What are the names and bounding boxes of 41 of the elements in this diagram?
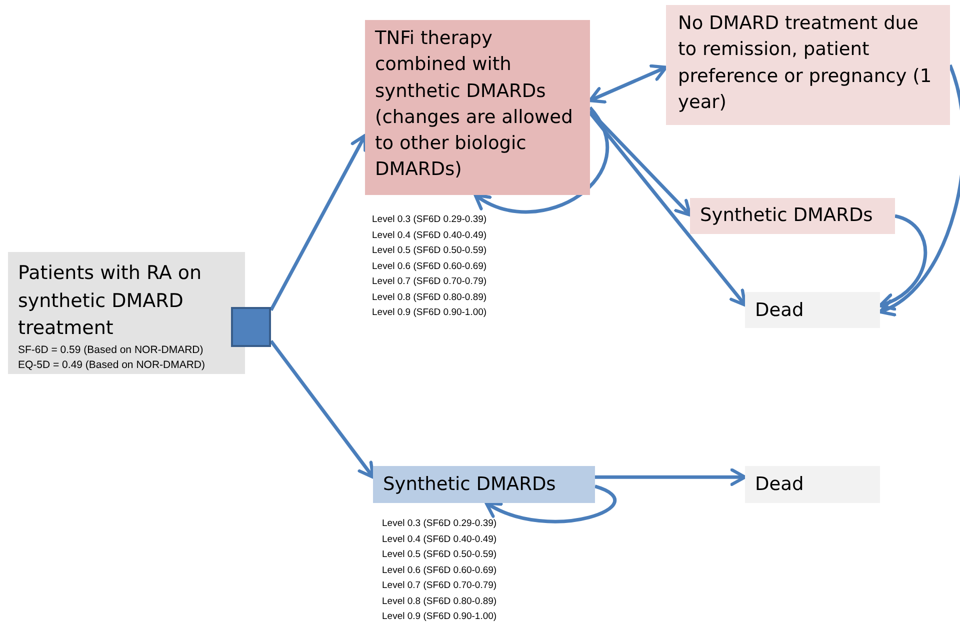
utility-level-note: Level 0.6 (SF6D 0.60-0.69) bbox=[382, 564, 497, 578]
box-label: Dead bbox=[755, 299, 805, 323]
utility-level-note: Level 0.7 (SF6D 0.70-0.79) bbox=[372, 275, 487, 289]
box-label: No DMARD treatment due to remission, patient preference or pregnancy (1 year) bbox=[678, 12, 933, 115]
utility-level-note: Level 0.3 (SF6D 0.29-0.39) bbox=[382, 517, 497, 531]
utility-level-note: Level 0.4 (SF6D 0.40-0.49) bbox=[372, 228, 487, 242]
utility-level-note: Level 0.5 (SF6D 0.50-0.59) bbox=[372, 244, 487, 258]
state-box bbox=[690, 198, 895, 234]
utility-level-note: Level 0.7 (SF6D 0.70-0.79) bbox=[382, 579, 497, 593]
self-loop-arrow bbox=[484, 484, 616, 524]
transition-arrow bbox=[588, 110, 692, 217]
utility-level-note: Level 0.9 (SF6D 0.90-1.00) bbox=[382, 610, 497, 623]
state-box bbox=[373, 466, 595, 503]
state-box bbox=[8, 252, 245, 374]
transition-arrow bbox=[595, 468, 747, 486]
transition-arrow bbox=[878, 64, 960, 314]
utility-level-note: Level 0.8 (SF6D 0.80-0.89) bbox=[372, 290, 487, 304]
decision-node bbox=[231, 307, 271, 347]
transition-arrow bbox=[588, 112, 747, 307]
box-label: Synthetic DMARDs bbox=[700, 204, 874, 228]
utility-level-note: Level 0.9 (SF6D 0.90-1.00) bbox=[372, 306, 487, 320]
utility-note: SF-6D = 0.59 (Based on NOR-DMARD) bbox=[18, 342, 204, 358]
start-box-heading: Patients with RA on synthetic DMARD treatment bbox=[18, 261, 203, 342]
transition-arrow bbox=[269, 134, 367, 312]
box-label: TNFi therapy combined with synthetic DMARDs (changes are allowed to other biologic DMARDs) bbox=[375, 27, 574, 182]
transition-arrow bbox=[588, 64, 668, 104]
transition-arrow bbox=[878, 214, 927, 310]
state-box bbox=[365, 20, 590, 195]
box-label: Synthetic DMARDs bbox=[383, 473, 557, 497]
box-label: Dead bbox=[755, 473, 805, 497]
self-loop-arrow bbox=[474, 106, 609, 214]
utility-note: EQ-5D = 0.49 (Based on NOR-DMARD) bbox=[18, 358, 206, 373]
utility-level-note: Level 0.6 (SF6D 0.60-0.69) bbox=[372, 260, 487, 274]
utility-level-note: Level 0.3 (SF6D 0.29-0.39) bbox=[372, 213, 487, 227]
state-box bbox=[666, 5, 950, 125]
utility-level-note: Level 0.8 (SF6D 0.80-0.89) bbox=[382, 594, 497, 608]
utility-level-note: Level 0.4 (SF6D 0.40-0.49) bbox=[382, 532, 497, 546]
utility-level-note: Level 0.5 (SF6D 0.50-0.59) bbox=[382, 548, 497, 562]
state-box bbox=[745, 292, 880, 328]
transition-arrow bbox=[270, 340, 375, 479]
state-box bbox=[745, 466, 880, 503]
